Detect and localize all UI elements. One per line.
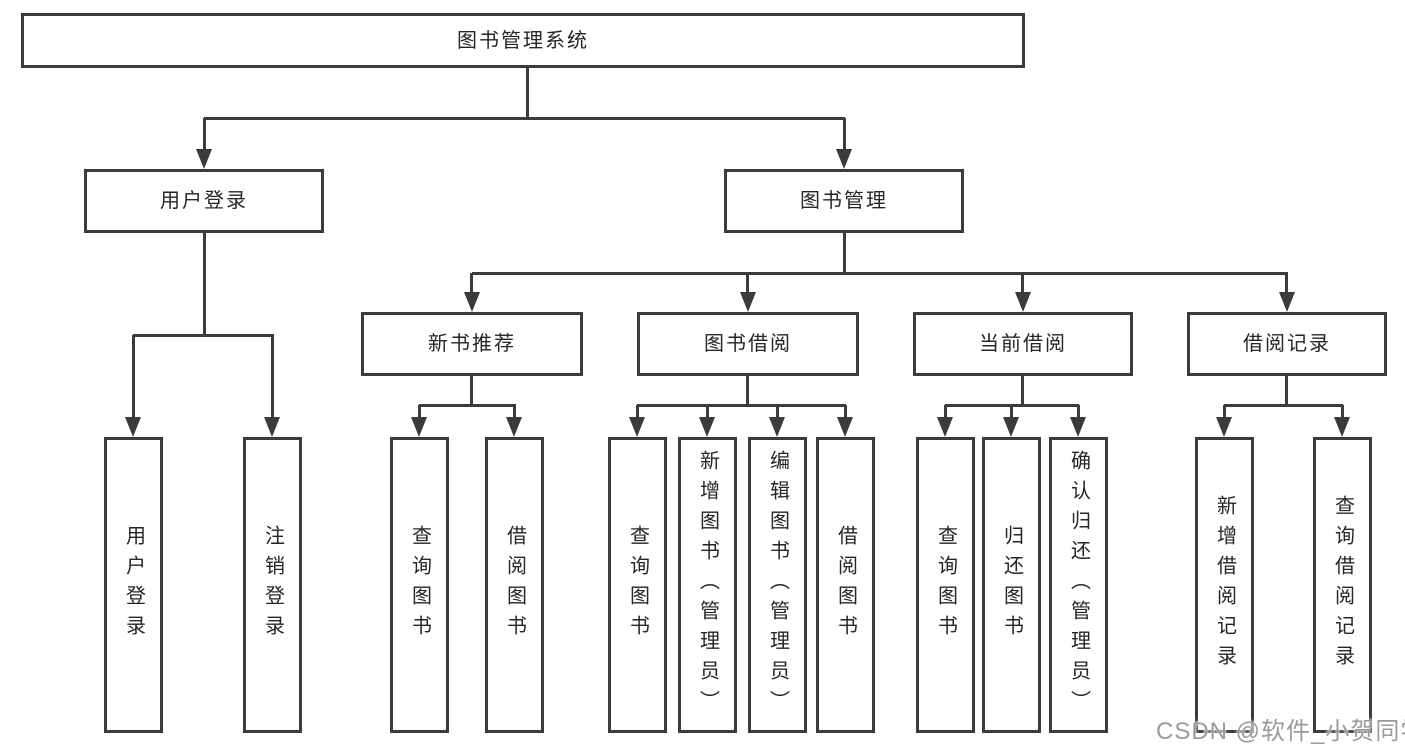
connector-line (843, 233, 846, 274)
node-label: 新书推荐 (428, 333, 516, 355)
node-label: 图书借阅 (704, 333, 792, 355)
connector-line (1224, 404, 1343, 407)
connector-line (132, 335, 135, 423)
node-label: 借阅记录 (1243, 333, 1331, 355)
connector-line (944, 405, 947, 423)
node-label: 图书管理 (800, 190, 888, 212)
arrowhead-icon (769, 417, 785, 437)
arrowhead-icon (464, 292, 480, 312)
connector-line (203, 233, 206, 337)
arrowhead-icon (1003, 417, 1019, 437)
node-label: 查询图书 (934, 525, 957, 645)
connector-line (1285, 273, 1288, 296)
node-label: 借阅图书 (503, 525, 526, 645)
node-borrowing-records: 借阅记录 (1187, 312, 1387, 376)
leaf-confirm-return-admin: 确认归还（管理员） (1049, 437, 1108, 733)
connector-line (776, 405, 779, 423)
node-label: 归还图书 (1000, 525, 1023, 645)
arrowhead-icon (411, 417, 427, 437)
connector-line (636, 405, 639, 423)
arrowhead-icon (196, 149, 212, 169)
node-label: 新增借阅记录 (1213, 495, 1236, 675)
connector-line (526, 68, 529, 119)
arrowhead-icon (1216, 417, 1232, 437)
arrowhead-icon (1015, 292, 1031, 312)
node-label: 查询借阅记录 (1331, 495, 1354, 675)
connector-line (706, 405, 709, 423)
connector-line (133, 334, 274, 337)
arrowhead-icon (125, 417, 141, 437)
node-book-management: 图书管理 (724, 169, 964, 233)
node-label: 当前借阅 (979, 333, 1067, 355)
leaf-edit-book-admin: 编辑图书（管理员） (748, 437, 807, 733)
connector-line (418, 405, 421, 423)
connector-line (1077, 405, 1080, 423)
arrowhead-icon (264, 417, 280, 437)
arrowhead-icon (740, 292, 756, 312)
connector-line (419, 404, 516, 407)
leaf-logout: 注销登录 (243, 437, 302, 733)
arrowhead-icon (836, 149, 852, 169)
connector-line (1021, 376, 1024, 406)
node-label: 用户登录 (160, 190, 248, 212)
node-current-borrowing: 当前借阅 (913, 312, 1133, 376)
connector-line (513, 405, 516, 423)
arrowhead-icon (1334, 417, 1350, 437)
leaf-query-books-3: 查询图书 (916, 437, 975, 733)
node-label: 借阅图书 (834, 525, 857, 645)
connector-line (203, 118, 206, 154)
connector-line (1285, 376, 1288, 406)
leaf-query-borrow-record: 查询借阅记录 (1313, 437, 1372, 733)
leaf-query-books-2: 查询图书 (608, 437, 667, 733)
arrowhead-icon (506, 417, 522, 437)
node-label: 用户登录 (122, 525, 145, 645)
connector-line (470, 376, 473, 406)
connector-line (1341, 405, 1344, 423)
connector-line (637, 404, 846, 407)
node-label: 查询图书 (408, 525, 431, 645)
node-book-borrowing: 图书借阅 (637, 312, 859, 376)
arrowhead-icon (699, 417, 715, 437)
connector-line (843, 118, 846, 154)
connector-line (470, 273, 473, 296)
arrowhead-icon (1279, 292, 1295, 312)
node-label: 图书管理系统 (457, 29, 589, 52)
leaf-borrow-books-2: 借阅图书 (816, 437, 875, 733)
connector-line (472, 272, 1288, 275)
node-label: 注销登录 (261, 525, 284, 645)
leaf-user-login: 用户登录 (104, 437, 163, 733)
connector-line (746, 376, 749, 406)
connector-line (1010, 405, 1013, 423)
connector-line (844, 405, 847, 423)
connector-line (271, 335, 274, 423)
leaf-borrow-books: 借阅图书 (485, 437, 544, 733)
node-label: 新增图书（管理员） (696, 450, 719, 720)
csdn-watermark: CSDN @软件_小贺同学 (1156, 718, 1405, 745)
arrowhead-icon (1070, 417, 1086, 437)
node-label: 确认归还（管理员） (1067, 450, 1090, 720)
leaf-query-books: 查询图书 (390, 437, 449, 733)
node-new-book-recommend: 新书推荐 (361, 312, 583, 376)
leaf-return-books: 归还图书 (982, 437, 1041, 733)
leaf-add-book-admin: 新增图书（管理员） (678, 437, 737, 733)
connector-line (204, 117, 845, 120)
node-library-management-system: 图书管理系统 (21, 13, 1025, 68)
arrowhead-icon (937, 417, 953, 437)
connector-line (746, 273, 749, 296)
node-label: 编辑图书（管理员） (766, 450, 789, 720)
node-label: 查询图书 (626, 525, 649, 645)
arrowhead-icon (837, 417, 853, 437)
node-user-login: 用户登录 (84, 169, 324, 233)
arrowhead-icon (629, 417, 645, 437)
connector-line (1223, 405, 1226, 423)
leaf-add-borrow-record: 新增借阅记录 (1195, 437, 1254, 733)
connector-line (1021, 273, 1024, 296)
